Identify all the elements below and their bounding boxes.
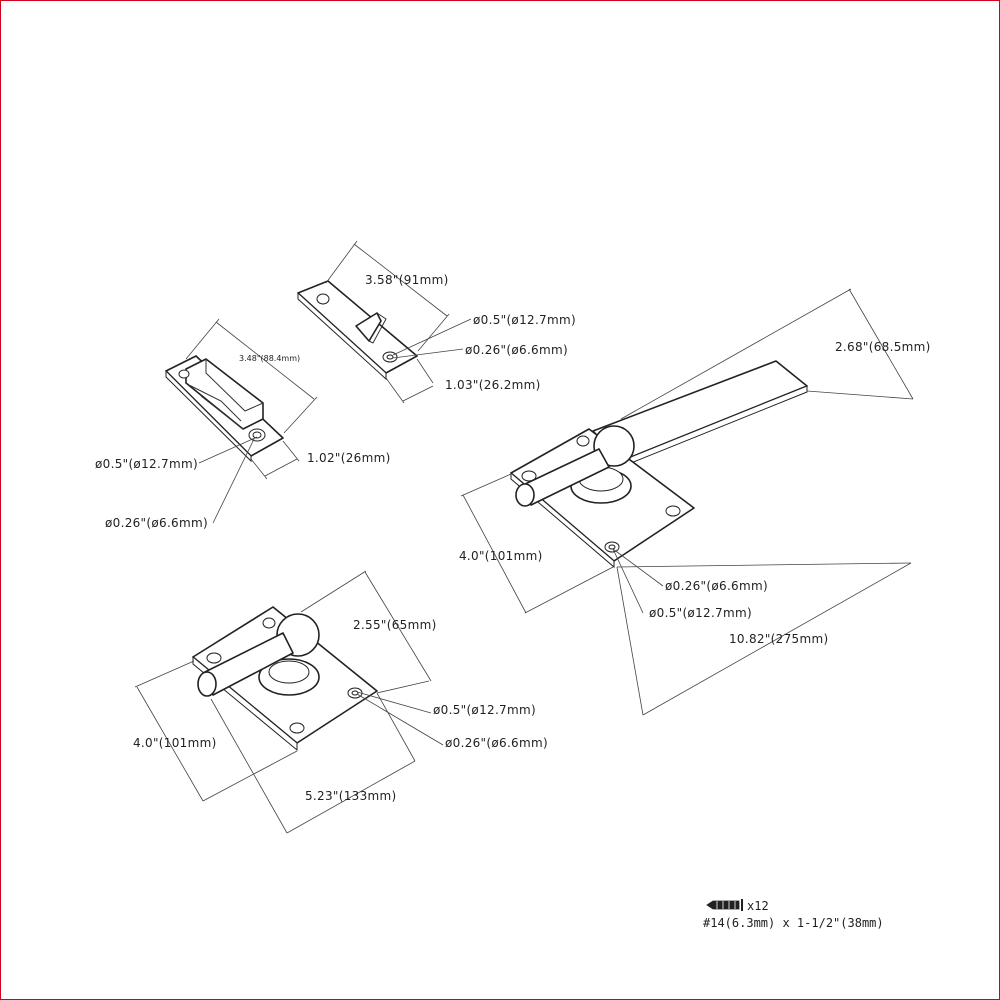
keeper-small-hole-outer-label: ø0.5"(ø12.7mm) [95,457,198,471]
latch-small-depth-label: 2.55"(65mm) [353,618,437,632]
keeper-ramp-wedge [355,312,382,342]
latch-small-height-label: 4.0"(101mm) [133,736,217,750]
latch-large-hole-2 [576,435,590,447]
keeper-small-length-label: 3.48"(88.4mm) [239,354,300,363]
latch-small-hole-1 [206,652,222,664]
screw-quantity: x12 [747,899,769,913]
latch-small-hole-2 [262,617,276,629]
latch-large-knob [593,425,635,467]
keeper-small-hole-inner-label: ø0.26"(ø6.6mm) [105,516,208,530]
latch-large-hole-3 [665,505,681,517]
keeper-ramp-length-label: 3.58"(91mm) [365,273,449,287]
latch-large: 2.68"(68.5mm) 4.0"(101mm) 10.82"(275mm) … [459,288,931,716]
screw-spec: #14(6.3mm) x 1-1/2"(38mm) [703,916,884,930]
latch-large-height-label: 4.0"(101mm) [459,549,543,563]
keeper-small: 3.48"(88.4mm) 1.02"(26mm) ø0.5"(ø12.7mm)… [95,318,391,530]
latch-small: 2.55"(65mm) 4.0"(101mm) 5.23"(133mm) ø0.… [133,570,548,834]
keeper-ramp-hole-outer-label: ø0.5"(ø12.7mm) [473,313,576,327]
screw-icon [706,899,743,911]
latch-large-hole-1 [521,470,537,482]
latch-large-length-label: 10.82"(275mm) [729,632,828,646]
latch-large-hole-outer-label: ø0.5"(ø12.7mm) [649,606,752,620]
keeper-small-hole-top [178,369,190,379]
keeper-ramp-width-label: 1.03"(26.2mm) [445,378,541,392]
keeper-ramp: 3.58"(91mm) 1.03"(26.2mm) ø0.5"(ø12.7mm)… [297,240,576,404]
keeper-small-width-label: 1.02"(26mm) [307,451,391,465]
latch-small-hole-inner-label: ø0.26"(ø6.6mm) [445,736,548,750]
latch-small-hole-3 [289,722,305,734]
keeper-ramp-hole-inner-label: ø0.26"(ø6.6mm) [465,343,568,357]
latch-small-hole-outer-label: ø0.5"(ø12.7mm) [433,703,536,717]
latch-small-length-label: 5.23"(133mm) [305,789,397,803]
screw-note: x12 #14(6.3mm) x 1-1/2"(38mm) [703,899,884,930]
latch-large-hole-inner-label: ø0.26"(ø6.6mm) [665,579,768,593]
latch-large-depth-label: 2.68"(68.5mm) [835,340,931,354]
keeper-ramp-hole-top [316,293,330,305]
